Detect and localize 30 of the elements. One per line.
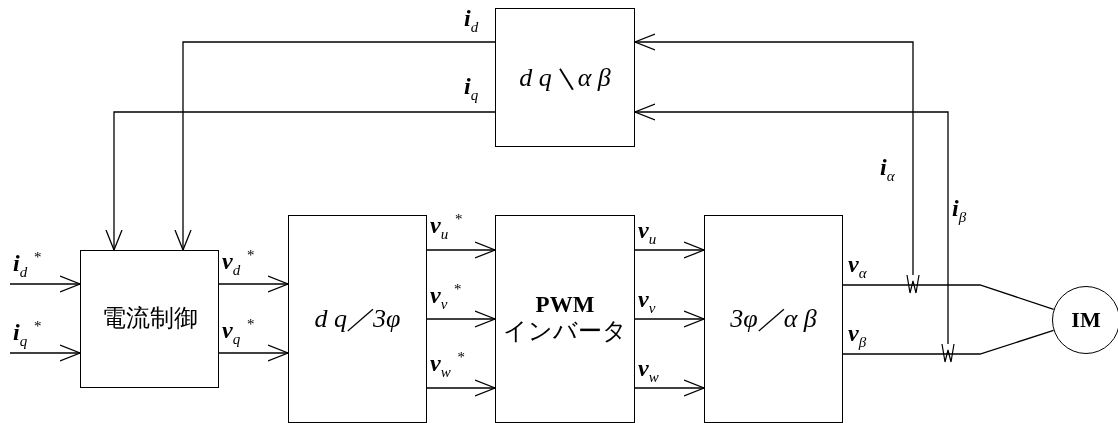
- block-box: [288, 215, 427, 423]
- arrow: [105, 111, 496, 251]
- current-sensor-symbol: [906, 275, 920, 294]
- block-box: [495, 8, 635, 147]
- block-label: 電流制御: [101, 305, 198, 333]
- block-label: IM: [1071, 307, 1101, 333]
- arrow: [9, 344, 81, 362]
- block-box: [704, 215, 843, 423]
- block-label: d q＼α β: [519, 62, 611, 93]
- arrow: [634, 310, 705, 328]
- current-sensor-symbol: [941, 344, 955, 363]
- arrow: [426, 379, 496, 397]
- arrow: [634, 241, 705, 259]
- arrow: [218, 275, 289, 293]
- arrow: [426, 310, 496, 328]
- arrow: [634, 33, 914, 276]
- block-box: [80, 250, 219, 388]
- block-label: インバータ: [503, 318, 627, 346]
- block-label: PWM: [535, 292, 595, 319]
- arrow: [174, 41, 496, 251]
- connector-line: [842, 329, 1055, 355]
- block-box: [495, 215, 635, 423]
- arrow: [634, 103, 949, 345]
- block-label: d q／3φ: [314, 304, 401, 334]
- connector-line: [842, 284, 1055, 310]
- arrow: [426, 241, 496, 259]
- block-label: 3φ／α β: [730, 304, 817, 334]
- arrow: [218, 344, 289, 362]
- arrow: [634, 379, 705, 397]
- arrow: [9, 275, 81, 293]
